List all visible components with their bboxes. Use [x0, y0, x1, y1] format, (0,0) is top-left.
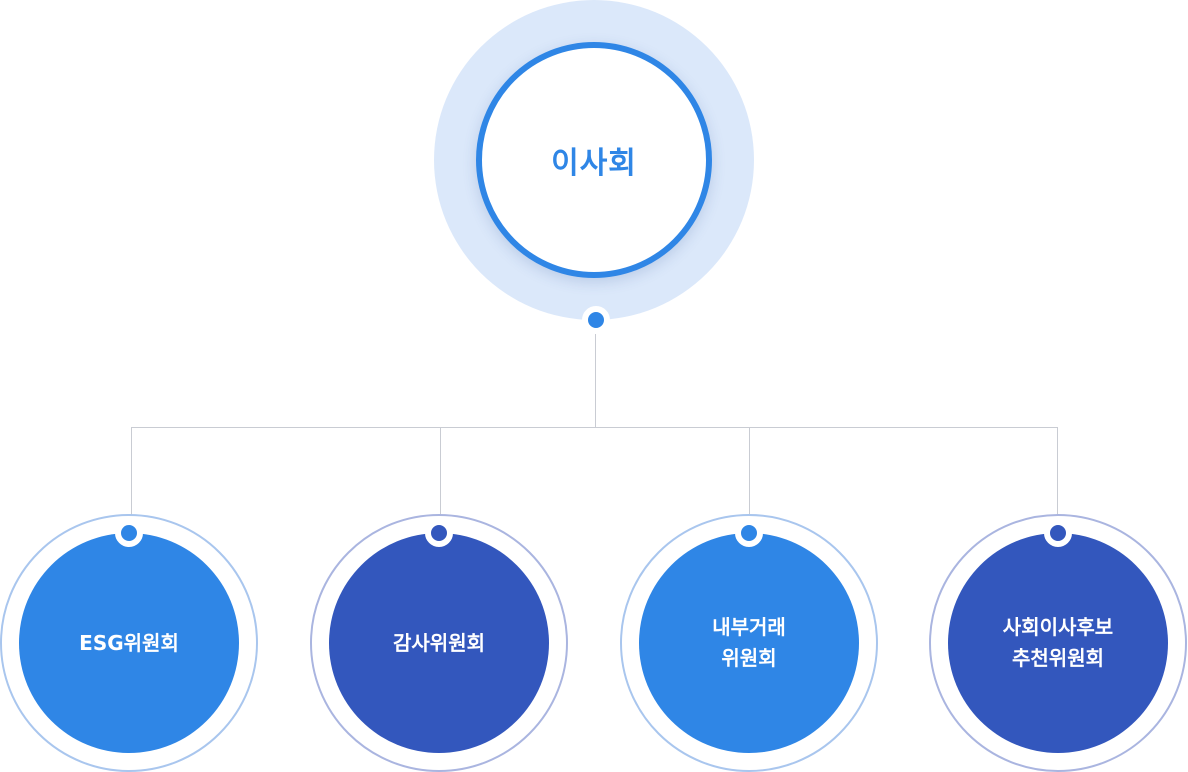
root-node: 이사회 [476, 42, 712, 278]
committee-connector-dot [425, 519, 453, 547]
committee-node-internal-transaction: 내부거래 위원회 [620, 514, 878, 772]
connector-branch-4 [1057, 427, 1058, 519]
committee-node-outside-director-nomination: 사회이사후보 추천위원회 [929, 514, 1187, 772]
committee-node-circle: 감사위원회 [329, 533, 549, 753]
committee-node-audit: 감사위원회 [310, 514, 568, 772]
committee-node-esg: ESG위원회 [0, 514, 258, 772]
committee-connector-dot [115, 519, 143, 547]
committee-node-label: 감사위원회 [393, 630, 485, 655]
committee-node-circle: 사회이사후보 추천위원회 [948, 533, 1168, 753]
committee-node-circle: 내부거래 위원회 [639, 533, 859, 753]
committee-node-circle: ESG위원회 [19, 533, 239, 753]
connector-horizontal-bar [131, 427, 1058, 428]
connector-branch-2 [440, 427, 441, 519]
connector-branch-1 [131, 427, 132, 519]
connector-root-stem [595, 334, 596, 428]
root-connector-dot [582, 306, 610, 334]
root-node-label: 이사회 [551, 146, 637, 181]
committee-connector-dot [1044, 519, 1072, 547]
connector-branch-3 [749, 427, 750, 519]
committee-node-label: ESG위원회 [79, 630, 179, 655]
committee-node-label: 사회이사후보 추천위원회 [1002, 615, 1114, 670]
committee-node-label: 내부거래 위원회 [712, 615, 786, 670]
committee-connector-dot [735, 519, 763, 547]
